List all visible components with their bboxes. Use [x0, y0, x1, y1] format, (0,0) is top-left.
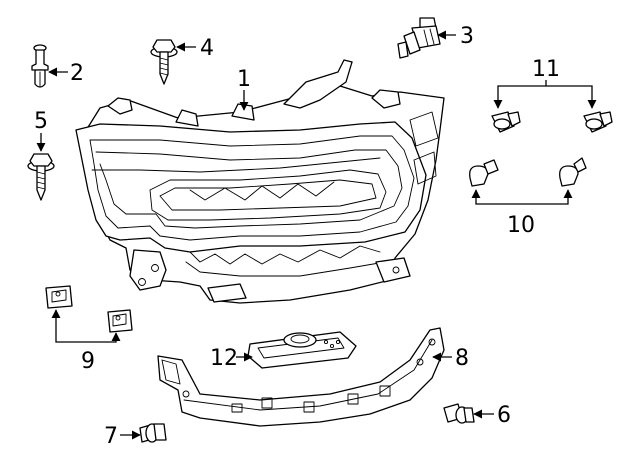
- callout-3: 3: [460, 24, 474, 49]
- control-module[interactable]: [247, 331, 357, 369]
- mounting-bracket[interactable]: [157, 327, 445, 427]
- clip-upper[interactable]: [45, 285, 73, 309]
- clip-lower[interactable]: [107, 309, 133, 333]
- headlamp-assembly[interactable]: [75, 59, 445, 304]
- callout-4: 4: [200, 36, 214, 61]
- push-pin[interactable]: [31, 44, 49, 88]
- callout-8: 8: [455, 346, 469, 371]
- callout-7: 7: [104, 424, 118, 449]
- flange-screw-left[interactable]: [27, 153, 55, 201]
- callout-11: 11: [532, 57, 560, 82]
- socket-left[interactable]: [491, 111, 521, 133]
- callout-1: 1: [237, 67, 251, 92]
- callout-9: 9: [81, 349, 95, 374]
- socket-right[interactable]: [583, 111, 613, 133]
- leader-lines: [36, 30, 597, 440]
- callout-5: 5: [34, 109, 48, 134]
- bolt-right[interactable]: [443, 403, 475, 424]
- bulb-socket[interactable]: [397, 17, 441, 59]
- callout-6: 6: [497, 403, 511, 428]
- callout-10: 10: [507, 213, 535, 238]
- bulb-right[interactable]: [559, 157, 587, 187]
- callout-2: 2: [70, 61, 84, 86]
- callout-12: 12: [210, 346, 238, 371]
- callout-labels: 1 2 3 4 5 6 7 8 9 10 11 12: [34, 24, 560, 449]
- bulb-left[interactable]: [469, 159, 499, 187]
- flange-screw-upper[interactable]: [150, 39, 178, 85]
- bolt-left[interactable]: [139, 423, 167, 443]
